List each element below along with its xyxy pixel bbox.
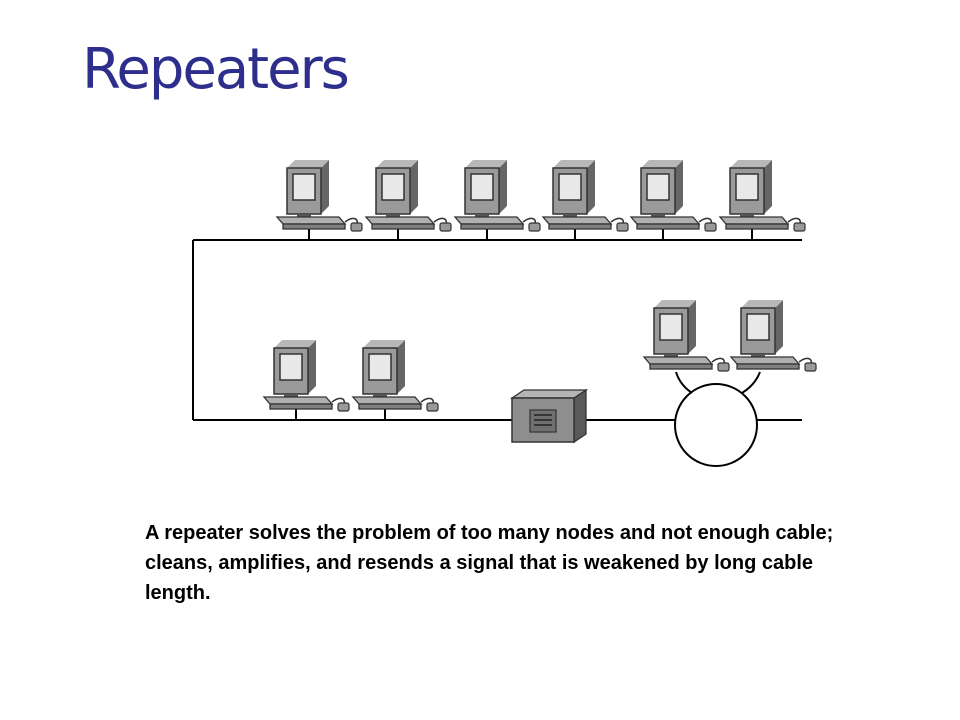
- slide-title: Repeaters: [82, 37, 350, 102]
- workstation-icon: [454, 159, 541, 232]
- workstation-icon: [365, 159, 452, 232]
- slide-caption: A repeater solves the problem of too man…: [145, 522, 834, 604]
- top-segment-cable: [192, 239, 802, 420]
- top-workstations: [276, 159, 806, 232]
- workstation-icon: [263, 339, 350, 412]
- workstation-icon: [730, 299, 817, 372]
- ring-workstations: [643, 299, 817, 372]
- workstation-icon: [352, 339, 439, 412]
- workstation-icon: [643, 299, 730, 372]
- repeater-icon: [509, 388, 589, 444]
- ring-icon: [674, 383, 758, 467]
- workstation-icon: [542, 159, 629, 232]
- workstation-icon: [630, 159, 717, 232]
- workstation-icon: [276, 159, 363, 232]
- workstation-icon: [719, 159, 806, 232]
- bottom-workstations: [263, 339, 439, 412]
